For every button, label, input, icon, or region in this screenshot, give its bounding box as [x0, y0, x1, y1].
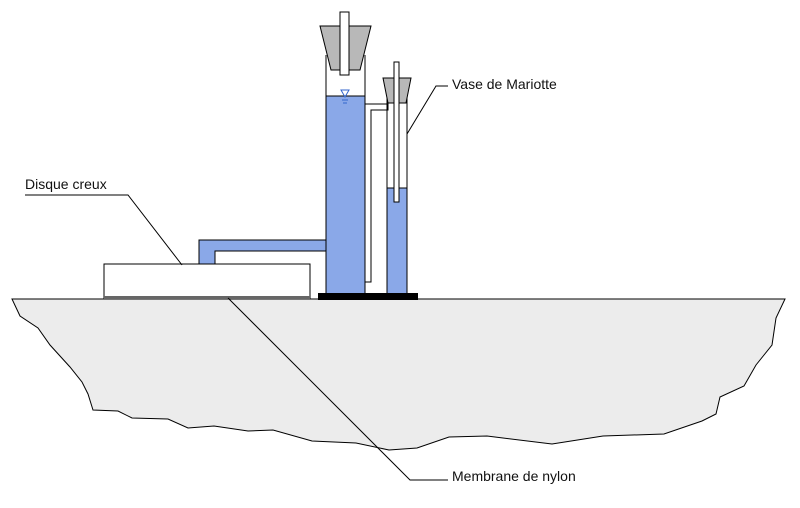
siphon-tube	[364, 103, 389, 283]
water-level-triangle-icon	[340, 89, 350, 104]
label-hollow-disc: Disque creux	[25, 176, 107, 192]
base-plate	[318, 293, 418, 300]
leader-line-disc	[25, 194, 183, 266]
connecting-pipe	[198, 239, 328, 265]
label-nylon-membrane: Membrane de nylon	[452, 468, 576, 484]
soil-ground	[11, 298, 786, 451]
leader-line-membrane	[227, 297, 448, 481]
label-mariotte-vessel: Vase de Mariotte	[452, 76, 557, 92]
hollow-disc	[103, 263, 311, 300]
leader-line-mariotte	[406, 85, 448, 135]
mariotte-air-tube	[393, 61, 400, 203]
reservoir-air-tube	[339, 11, 350, 76]
nylon-membrane	[104, 296, 310, 299]
mariotte-water	[387, 188, 407, 293]
reservoir-water	[326, 96, 365, 293]
